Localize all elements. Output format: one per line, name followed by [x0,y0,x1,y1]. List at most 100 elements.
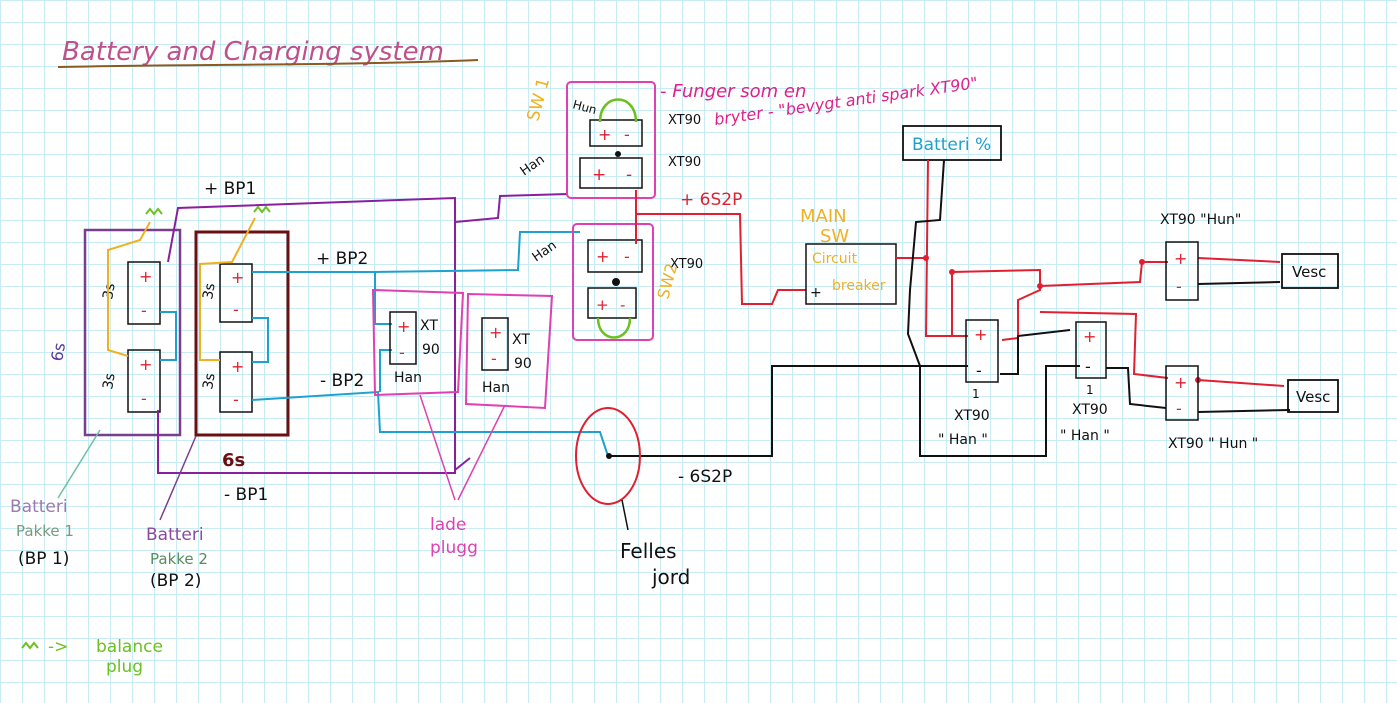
title-group: Battery and Charging system [57,37,479,68]
sw1-label: SW 1 [524,76,555,124]
charge-plug-group: + - + - XT 90 XT 90 Han Han lade plugg [371,288,554,558]
bp1-outline [83,228,182,437]
sw1-outline [566,81,656,199]
bp1-cell-bottom [127,349,161,413]
charge-xt90-2-box [481,317,509,371]
distribution-junctions [923,255,1201,383]
pack-2-name-line1: Batteri [146,525,204,545]
bp2-cell-bottom-label: 3s [200,372,219,391]
bp1-cell-bottom-label: 3s [100,372,119,391]
charge-xt90-2-90: 90 [514,356,532,372]
xt90-hun-bottom-box [1165,365,1199,421]
xt90-hun-top-plus: + [1174,249,1187,268]
bp1-cell-top-plus: + [139,267,152,286]
pack-1-name: Batteri Pakke 1 (BP 1) [10,429,101,569]
sw1-han-xt90: XT90 [668,155,701,170]
bp2-cell-bottom-minus: - [233,390,239,409]
sw2-xt90: XT90 [670,257,703,272]
xt90-han-2-label-b: " Han " [1060,428,1110,444]
sw2-hun-plus: + [596,296,609,314]
sw2-jumper-loop [596,317,632,339]
battery-indicator: Batteri % [902,125,1002,161]
minus-bp1-to-charger [454,457,471,471]
xt90-hun-top-box [1165,241,1199,301]
sw1-han-label: Han [518,152,548,179]
distribution-negative [610,159,1291,457]
sw1-han-plus: + [592,165,606,185]
xt90-han-1-label-a: XT90 [954,408,990,424]
bp2-cell-top-plus: + [231,268,244,287]
switch-sw2: + - + - Han XT90 SW2 [530,223,703,341]
sw1-jumper-loop [598,98,638,123]
main-sw-line2: SW [820,226,849,247]
charge-xt90-2-gender: Han [482,380,510,396]
vesc-2-minus-wire [1197,409,1291,413]
xt90-han-1: + - 1 XT90 " Han " [938,319,999,448]
common-ground-circle [575,407,641,505]
minus-bp1-wire [157,222,456,474]
xt90-han-2-box [1075,321,1107,379]
sw2-outline [572,223,654,341]
xt90-han-1-plus: + [974,325,987,344]
charge-xt90-1-minus: - [399,343,405,362]
minus-bp2-wire [251,390,609,457]
plus-bp2-label: + BP2 [316,249,368,269]
plus-bp2-wire [252,271,392,325]
junction-red-c [1037,283,1043,289]
sw2-han-connector [587,239,643,273]
charge-xt90-1-gender: Han [394,370,422,386]
charge-label-line1: lade [430,515,466,535]
xt90-han-2-minus: - [1085,357,1091,376]
charge-xt90-1-box [389,311,417,365]
circuit-breaker-line2: breaker [832,278,886,294]
xt90-hun-bottom: + - XT90 " Hun " [1165,365,1258,452]
common-ground: Felles jord [575,407,690,589]
vesc-1-label: Vesc [1292,263,1326,281]
battery-pack-1: + - + - 3s 3s 6s [47,207,182,437]
bp2-outline [194,230,290,437]
pack-1-name-line1: Batteri [10,497,68,517]
circuit-breaker-plus: + [810,285,822,301]
common-ground-line1: Felles [620,539,677,563]
junction-red-d [1139,259,1145,265]
common-ground-line2: jord [651,565,690,589]
charge-plug-2-outline [464,292,554,410]
charge-label-line2: plugg [430,538,478,558]
main-switch: MAIN SW Circuit breaker + [800,206,897,305]
pack-2-name-line2: Pakke 2 [150,550,208,568]
legend-line2: plug [106,657,143,677]
bp2-wiring [251,231,609,457]
xt90-han-1-mark: 1 [972,387,980,401]
charge-xt90-2-plus: + [489,323,502,342]
bp2-cell-top-minus: - [233,300,239,319]
minus-bp1-label: - BP1 [224,485,268,505]
bp1-balance-plug-icon [145,207,163,216]
positive-bus [635,190,806,305]
vesc-2-plus-wire [1197,379,1285,387]
xt90-hun-top-label: XT90 "Hun" [1160,212,1241,228]
pack-2-name: Batteri Pakke 2 (BP 2) [146,435,208,591]
sw1-note: - Funger som en bryter - "bevygt anti sp… [660,73,979,129]
bp2-balance-wire [199,217,256,361]
charge-xt90-2-xt: XT [512,332,530,348]
vesc-2-label: Vesc [1296,388,1330,406]
xt90-han-1-minus: - [976,361,982,380]
branch-black-1 [1000,329,1071,375]
common-ground-leader [621,499,629,531]
bp2-charger-link [379,349,392,392]
sw2-hun-connector [587,287,637,319]
pack-2-name-line3: (BP 2) [150,571,201,591]
circuit-breaker-line1: Circuit [812,251,858,267]
bp2-cell-bottom [219,351,253,413]
common-ground-node [606,453,612,459]
sw1-hun-minus: - [624,125,630,144]
bp2-cell-bottom-plus: + [231,357,244,376]
battery-indicator-label: Batteri % [912,135,991,155]
bp2-cell-top [219,263,253,323]
branch-red-3 [1039,311,1169,379]
plus-bp2-to-sw2 [374,231,580,273]
note-line1: - Funger som en [660,81,806,102]
bp1-cell-top-label: 3s [100,282,119,301]
bp1-cell-top-minus: - [141,301,147,320]
sw2-label: SW2 [654,261,682,301]
